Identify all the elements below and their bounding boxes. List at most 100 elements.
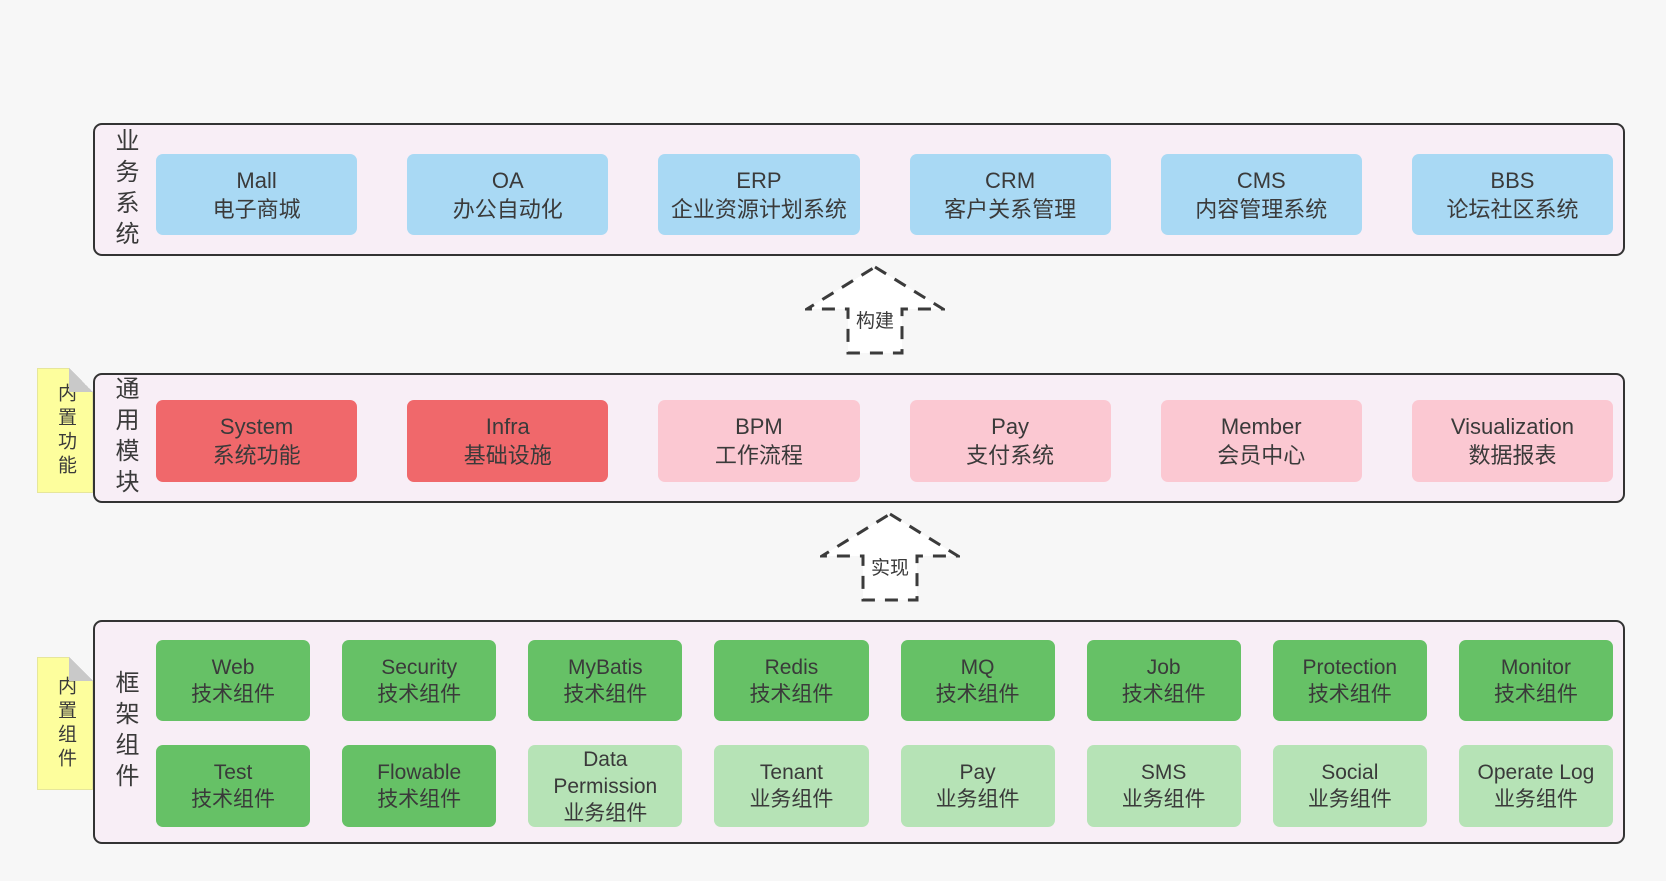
box-title: Operate Log (1477, 761, 1595, 784)
box-title: Security (381, 655, 458, 679)
box-bbs: BBS 论坛社区系统 (1411, 154, 1614, 235)
box-erp: ERP 企业资源计划系统 (658, 154, 860, 235)
box-subtitle: 技术组件 (749, 682, 834, 706)
box-infra: Infra 基础设施 (407, 400, 609, 482)
box-title: Pay (959, 761, 996, 784)
box-title: Job (1146, 655, 1181, 679)
box-subtitle: 办公自动化 (452, 196, 563, 222)
note-fold-corner (69, 368, 93, 392)
box-flowable: Flowable 技术组件 (342, 745, 497, 827)
box-title: OA (491, 167, 524, 193)
box-security: Security 技术组件 (342, 640, 497, 721)
box-subtitle: 技术组件 (935, 682, 1020, 706)
box-monitor: Monitor 技术组件 (1458, 640, 1613, 721)
box-subtitle: 技术组件 (563, 682, 648, 706)
layer-modules-label: 通用模块 (111, 376, 138, 500)
box-subtitle: 会员中心 (1217, 443, 1306, 468)
box-subtitle: 系统功能 (212, 443, 301, 468)
box-title: Monitor (1500, 655, 1571, 679)
box-title: Redis (764, 655, 819, 679)
box-operate-log: Operate Log 业务组件 (1458, 745, 1613, 827)
box-title: CRM (985, 167, 1036, 193)
layer-components-label: 框架组件 (111, 670, 138, 794)
box-job: Job 技术组件 (1086, 640, 1241, 721)
box-web: Web 技术组件 (156, 640, 311, 721)
box-title: Test (213, 761, 253, 784)
dashed-up-arrow-icon (805, 265, 945, 355)
box-subtitle: 技术组件 (1493, 682, 1578, 706)
build-arrow: 构建 (805, 264, 945, 356)
box-subtitle: 业务组件 (1493, 788, 1578, 811)
note-built-in-functions: 内置功能 (37, 368, 93, 493)
box-title: Tenant (759, 761, 823, 784)
components-row-1: Web 技术组件 Security 技术组件 MyBatis 技术组件 Redi… (156, 640, 1613, 721)
box-subtitle: 支付系统 (966, 443, 1055, 468)
box-title: CMS (1236, 167, 1286, 193)
box-subtitle: 企业资源计划系统 (670, 196, 847, 222)
box-mybatis: MyBatis 技术组件 (528, 640, 683, 721)
implement-arrow-label: 实现 (867, 558, 913, 580)
layer-framework-components: 框架组件 Web 技术组件 Security 技术组件 MyBatis 技术组件… (93, 620, 1625, 844)
components-row-2: Test 技术组件 Flowable 技术组件 Data Permission … (156, 745, 1613, 827)
box-title: Web (211, 655, 255, 679)
note-built-in-functions-label: 内置功能 (55, 382, 76, 479)
layer-common-modules: 通用模块 System 系统功能 Infra 基础设施 BPM 工作流程 Pay… (93, 373, 1625, 503)
box-title: Infra (485, 414, 530, 439)
box-subtitle: 业务组件 (1121, 788, 1206, 811)
box-subtitle: 客户关系管理 (944, 196, 1077, 222)
box-test: Test 技术组件 (156, 745, 311, 827)
box-pay-system: Pay 支付系统 (909, 400, 1111, 482)
box-tenant: Tenant 业务组件 (714, 745, 869, 827)
box-title: Data Permission (553, 747, 658, 798)
note-built-in-components: 内置组件 (37, 657, 93, 790)
box-cms: CMS 内容管理系统 (1160, 154, 1362, 235)
box-title: Social (1321, 761, 1379, 784)
box-subtitle: 电子商城 (212, 196, 301, 222)
box-subtitle: 技术组件 (377, 682, 462, 706)
box-pay-component: Pay 业务组件 (900, 745, 1055, 827)
box-subtitle: 业务组件 (563, 801, 648, 825)
box-subtitle: 内容管理系统 (1195, 196, 1328, 222)
note-fold-corner (69, 657, 93, 681)
box-protection: Protection 技术组件 (1272, 640, 1427, 721)
box-title: Mall (236, 167, 277, 193)
box-subtitle: 基础设施 (463, 443, 552, 468)
build-arrow-label: 构建 (852, 311, 898, 333)
box-data-permission: Data Permission 业务组件 (528, 745, 683, 827)
layer-business-label: 业务系统 (111, 127, 138, 252)
box-title: Pay (991, 414, 1030, 439)
modules-boxes-row: System 系统功能 Infra 基础设施 BPM 工作流程 Pay 支付系统… (156, 400, 1614, 482)
box-oa: OA 办公自动化 (407, 154, 609, 235)
box-subtitle: 技术组件 (191, 682, 276, 706)
box-subtitle: 业务组件 (935, 788, 1020, 811)
box-system: System 系统功能 (156, 400, 358, 482)
box-title: System (219, 414, 294, 439)
box-subtitle: 技术组件 (377, 788, 462, 811)
box-subtitle: 论坛社区系统 (1446, 196, 1579, 222)
box-redis: Redis 技术组件 (714, 640, 869, 721)
box-visualization: Visualization 数据报表 (1411, 400, 1614, 482)
box-title: ERP (736, 167, 782, 193)
box-sms: SMS 业务组件 (1086, 745, 1241, 827)
box-subtitle: 技术组件 (1307, 682, 1392, 706)
layer-business-systems: 业务系统 Mall 电子商城 OA 办公自动化 ERP 企业资源计划系统 CRM… (93, 123, 1625, 256)
implement-arrow: 实现 (820, 511, 960, 603)
box-title: Member (1220, 414, 1302, 439)
box-title: MQ (960, 655, 995, 679)
box-social: Social 业务组件 (1272, 745, 1427, 827)
box-subtitle: 工作流程 (714, 443, 803, 468)
box-subtitle: 业务组件 (1307, 788, 1392, 811)
box-title: Flowable (377, 761, 462, 784)
box-crm: CRM 客户关系管理 (909, 154, 1111, 235)
business-boxes-row: Mall 电子商城 OA 办公自动化 ERP 企业资源计划系统 CRM 客户关系… (156, 154, 1614, 235)
box-title: SMS (1140, 761, 1187, 784)
box-subtitle: 业务组件 (749, 788, 834, 811)
dashed-up-arrow-icon (820, 512, 960, 602)
box-mq: MQ 技术组件 (900, 640, 1055, 721)
box-title: MyBatis (567, 655, 643, 679)
box-bpm: BPM 工作流程 (658, 400, 860, 482)
box-subtitle: 数据报表 (1468, 443, 1557, 468)
box-mall: Mall 电子商城 (156, 154, 358, 235)
box-member: Member 会员中心 (1160, 400, 1362, 482)
